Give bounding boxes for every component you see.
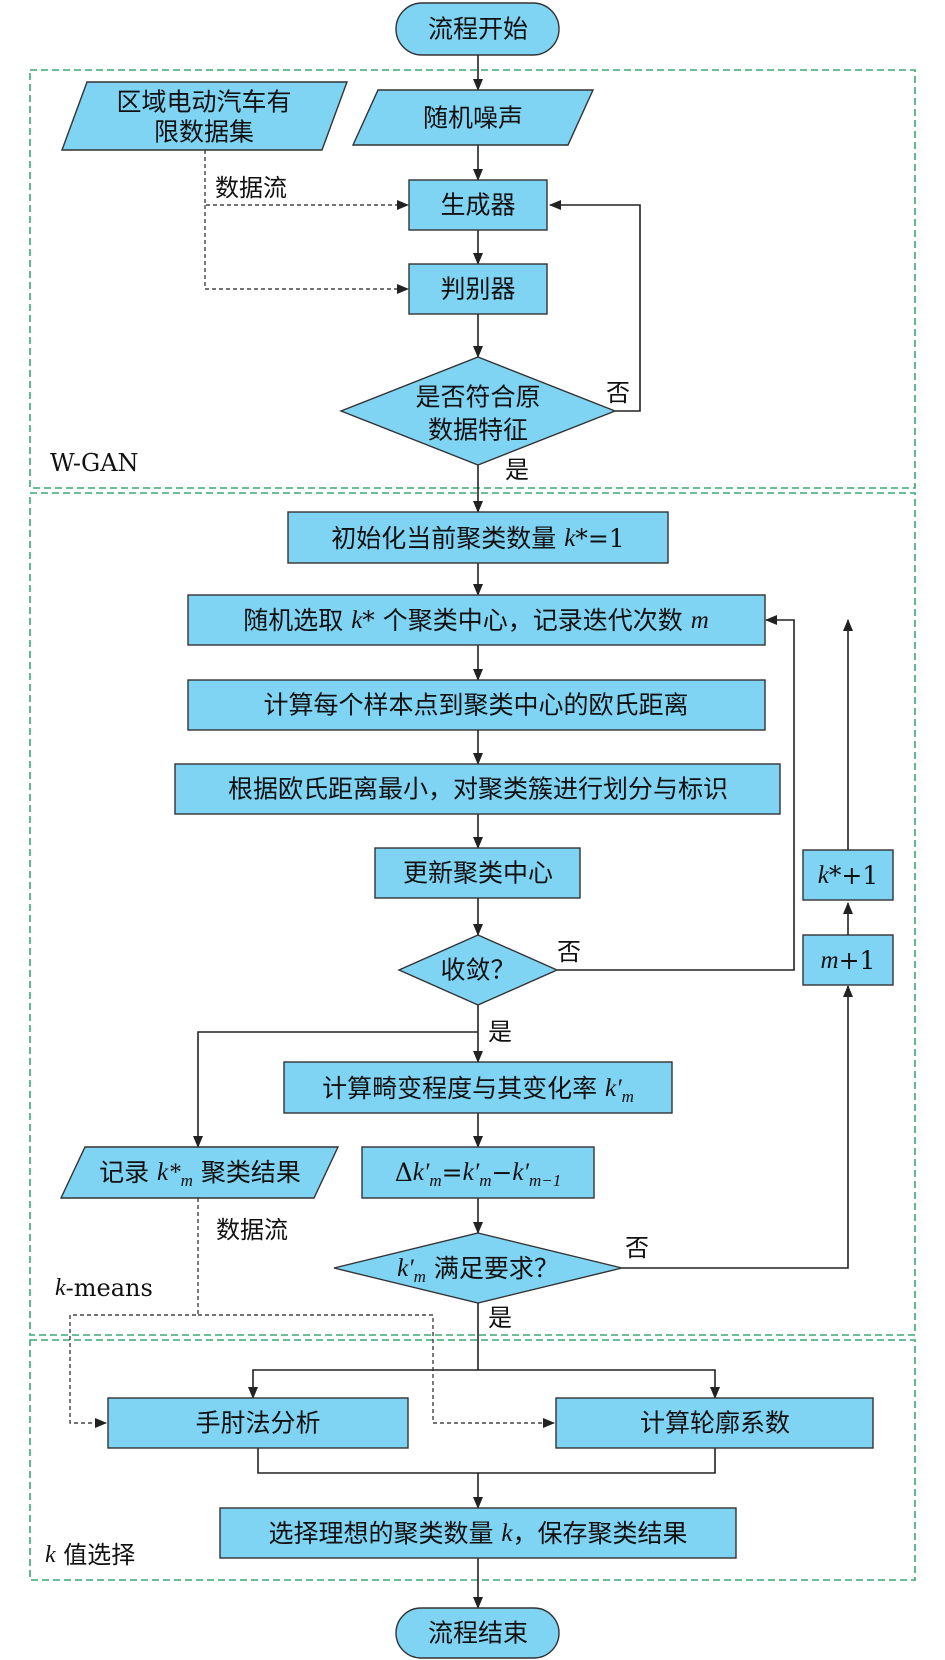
yes-label-match: 是	[505, 456, 529, 484]
wgan-group-label: W-GAN	[50, 449, 139, 477]
init-box	[287, 511, 669, 564]
init-node: 初始化当前聚类数量 k*=1	[287, 511, 669, 564]
silhouette-node: 计算轮廓系数	[555, 1397, 874, 1449]
end-node: 流程结束	[395, 1607, 560, 1659]
match-decision-label-2: 数据特征	[428, 416, 528, 445]
meet-decision-label: k′m 满足要求？	[397, 1254, 559, 1286]
partition-box	[174, 763, 781, 815]
ev-data-parallelogram	[60, 81, 349, 151]
kselect-group-label: k 值选择	[45, 1541, 135, 1569]
generator-box	[408, 179, 548, 231]
select-centers-node: 随机选取 k* 个聚类中心，记录迭代次数 m	[187, 594, 766, 646]
update-center-label: 更新聚类中心	[403, 859, 553, 888]
end-label: 流程结束	[428, 1619, 528, 1648]
delta-label: Δk′m=k′m−k′m−1	[395, 1158, 562, 1190]
yes-label-converge: 是	[488, 1018, 512, 1046]
record-node: 记录 k*m 聚类结果	[59, 1146, 340, 1199]
no-label-match: 否	[606, 379, 630, 407]
record-parallelogram	[59, 1146, 340, 1199]
m-plus-box	[802, 934, 894, 986]
dashed-data-to-generator	[204, 150, 409, 210]
k-plus-node: k*+1	[802, 849, 894, 901]
arrow-converge-no-to-select	[557, 615, 795, 971]
delta-node: Δk′m=k′m−k′m−1	[361, 1146, 595, 1199]
noise-parallelogram	[351, 89, 595, 146]
match-decision-label: 是否符合原	[415, 383, 540, 412]
silhouette-label: 计算轮廓系数	[640, 1409, 790, 1438]
silhouette-box	[555, 1397, 874, 1449]
record-label: 记录 k*m 聚类结果	[99, 1158, 301, 1190]
distortion-box	[283, 1061, 673, 1114]
data-flow-label-top: 数据流	[215, 174, 287, 202]
update-center-node: 更新聚类中心	[374, 847, 581, 899]
choose-k-node: 选择理想的聚类数量 k，保存聚类结果	[219, 1507, 737, 1559]
arrow-meet-no-to-m-plus	[622, 985, 853, 1269]
distortion-label: 计算畸变程度与其变化率 k′m	[322, 1074, 634, 1106]
arrow-split-to-silhouette	[478, 1369, 720, 1399]
start-terminal	[395, 2, 560, 56]
wgan-group-frame	[29, 69, 916, 489]
kmeans-group-frame	[29, 492, 916, 1336]
choose-k-label: 选择理想的聚类数量 k，保存聚类结果	[268, 1519, 687, 1548]
discriminator-node: 判别器	[408, 263, 548, 315]
elbow-box	[107, 1397, 409, 1449]
distance-box	[187, 679, 766, 731]
m-plus-node: m+1	[802, 934, 894, 986]
match-decision-node: 是否符合原 数据特征	[339, 356, 617, 466]
dashed-record-to-elbow	[69, 1198, 199, 1428]
meet-decision-diamond	[333, 1232, 623, 1304]
select-centers-box	[187, 594, 766, 646]
generator-label: 生成器	[440, 191, 515, 220]
dashed-data-to-discriminator	[204, 205, 409, 294]
end-terminal	[395, 1607, 560, 1659]
arrow-decision-no-to-generator	[549, 200, 641, 412]
k-plus-box	[802, 849, 894, 901]
noise-label: 随机噪声	[423, 104, 523, 133]
elbow-label: 手肘法分析	[195, 1409, 320, 1438]
converge-decision-diamond	[397, 934, 559, 1006]
ev-data-label: 区域电动汽车有	[116, 88, 291, 117]
partition-node: 根据欧氏距离最小，对聚类簇进行划分与标识	[174, 763, 781, 815]
generator-node: 生成器	[408, 179, 548, 231]
no-label-converge: 否	[557, 938, 581, 966]
data-flow-connectors	[69, 150, 555, 1428]
kmeans-group-label: k-means	[55, 1274, 153, 1302]
ev-data-node: 区域电动汽车有 限数据集	[60, 81, 349, 151]
data-flow-label-bottom: 数据流	[216, 1216, 288, 1244]
start-node: 流程开始	[395, 2, 560, 56]
arrow-split-to-elbow	[248, 1369, 478, 1399]
connectors	[193, 55, 853, 1609]
partition-label: 根据欧氏距离最小，对聚类簇进行划分与标识	[228, 775, 728, 804]
m-plus-label: m+1	[821, 946, 876, 975]
distortion-node: 计算畸变程度与其变化率 k′m	[283, 1061, 673, 1114]
start-label: 流程开始	[428, 15, 528, 44]
noise-node: 随机噪声	[351, 89, 595, 146]
converge-decision-label: 收敛？	[440, 956, 515, 985]
distance-label: 计算每个样本点到聚类中心的欧氏距离	[263, 691, 688, 720]
discriminator-box	[408, 263, 548, 315]
k-plus-label: k*+1	[818, 861, 878, 890]
line-elbow-merge	[257, 1448, 716, 1474]
yes-label-meet: 是	[488, 1304, 512, 1332]
arrow-converge-to-record	[193, 1031, 478, 1148]
discriminator-label: 判别器	[440, 275, 515, 304]
kselect-group-frame	[29, 1339, 916, 1581]
select-centers-label: 随机选取 k* 个聚类中心，记录迭代次数 m	[243, 606, 709, 635]
update-center-box	[374, 847, 581, 899]
choose-k-box	[219, 1507, 737, 1559]
dashed-record-to-silhouette	[198, 1314, 555, 1428]
delta-box	[361, 1146, 595, 1199]
init-label: 初始化当前聚类数量 k*=1	[331, 524, 624, 553]
meet-decision-node: k′m 满足要求？	[333, 1232, 623, 1304]
distance-node: 计算每个样本点到聚类中心的欧氏距离	[187, 679, 766, 731]
ev-data-label-2: 限数据集	[154, 118, 254, 147]
match-decision-diamond	[339, 356, 617, 466]
converge-decision-node: 收敛？	[397, 934, 559, 1006]
elbow-node: 手肘法分析	[107, 1397, 409, 1449]
no-label-meet: 否	[625, 1234, 649, 1262]
